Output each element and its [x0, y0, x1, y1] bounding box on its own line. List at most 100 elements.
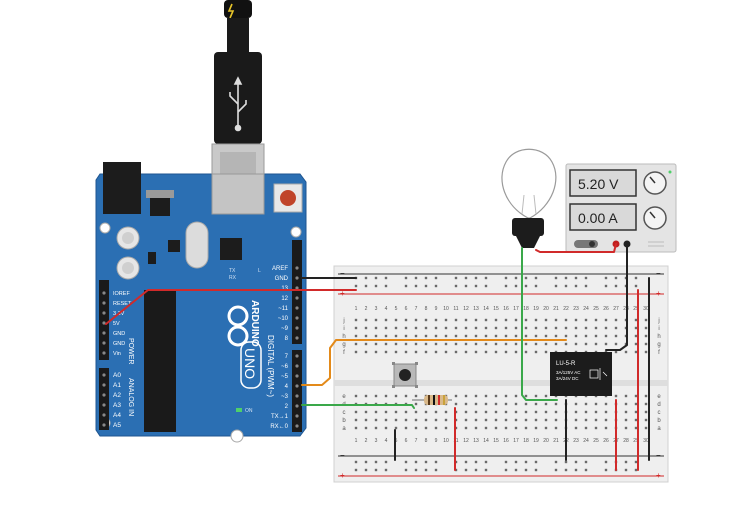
wire-pin4-orange[interactable] [301, 339, 567, 386]
row-letter: b [342, 418, 346, 424]
header-pin[interactable] [295, 326, 299, 330]
light-bulb[interactable] [501, 148, 557, 248]
top-rail-plus-left: + [340, 289, 345, 298]
usb-symbol-icon [229, 76, 247, 132]
row-letter: e [657, 394, 661, 400]
header-pin[interactable] [102, 413, 106, 417]
header-pin[interactable] [295, 286, 299, 290]
header-pin[interactable] [295, 364, 299, 368]
relay-model: LU-5-R [556, 361, 576, 367]
row-letter: i [343, 326, 344, 332]
header-pin[interactable] [102, 331, 106, 335]
power-pin-label: GND [113, 341, 125, 347]
column-number: 16 [503, 306, 509, 312]
atmega-chip [144, 290, 176, 432]
arduino-model: UNO [242, 348, 258, 379]
header-pin[interactable] [295, 306, 299, 310]
header-pin[interactable] [295, 394, 299, 398]
header-pin[interactable] [102, 373, 106, 377]
column-number: 2 [365, 438, 368, 444]
header-pin[interactable] [295, 266, 299, 270]
usb-bolt-icon [227, 3, 235, 19]
header-pin[interactable] [295, 414, 299, 418]
relay[interactable]: LU-5-R 3A/125V AC 3A/24V DC [550, 352, 612, 396]
voltage-reading: 5.20 V [578, 176, 619, 192]
power-pin-label: IOREF [113, 291, 130, 297]
header-pin[interactable] [295, 316, 299, 320]
digital-pin-label: ~9 [281, 326, 289, 332]
header-pin[interactable] [295, 336, 299, 340]
arduino-brand: ARDUINO [249, 300, 260, 347]
column-number: 1 [355, 306, 358, 312]
header-pin[interactable] [295, 384, 299, 388]
column-number: 19 [533, 438, 539, 444]
row-letter: h [657, 334, 660, 340]
digital-section-label: DIGITAL (PWM~) [266, 335, 275, 397]
header-pin[interactable] [102, 351, 106, 355]
reset-button-cap[interactable] [280, 190, 296, 206]
column-number: 25 [593, 438, 599, 444]
column-number: 7 [415, 306, 418, 312]
header-pin[interactable] [295, 374, 299, 378]
analog-pin-label: A1 [113, 382, 121, 389]
column-number: 15 [493, 438, 499, 444]
header-pin[interactable] [295, 296, 299, 300]
header-pin[interactable] [102, 383, 106, 387]
row-letter: c [343, 410, 346, 416]
wire-bulb-green[interactable] [521, 247, 558, 401]
resistor[interactable] [412, 395, 452, 405]
column-number: 4 [385, 438, 388, 444]
column-number: 24 [583, 306, 589, 312]
header-pin[interactable] [102, 321, 106, 325]
column-number: 27 [613, 306, 619, 312]
wire-psu-black[interactable] [605, 243, 628, 351]
header-pin[interactable] [102, 403, 106, 407]
column-number: 24 [583, 438, 589, 444]
breadboard-holes[interactable] [354, 276, 648, 472]
column-number: 4 [385, 306, 388, 312]
wire-pin2-green[interactable] [301, 404, 415, 409]
column-number: 30 [643, 306, 649, 312]
header-pin[interactable] [295, 276, 299, 280]
analog-pin-label: A5 [113, 422, 121, 429]
on-led-label: ON [245, 408, 253, 414]
power-pin-label: RESET [113, 301, 132, 307]
header-pin[interactable] [295, 354, 299, 358]
header-pin[interactable] [102, 423, 106, 427]
power-section-label: POWER [127, 338, 134, 364]
column-number: 26 [603, 438, 609, 444]
column-number: 5 [395, 306, 398, 312]
column-number: 11 [453, 306, 458, 312]
digital-header-top [292, 240, 302, 344]
digital-pin-label: 8 [285, 336, 289, 342]
column-number: 1 [355, 438, 358, 444]
wires[interactable] [105, 243, 650, 471]
row-letter: f [658, 350, 660, 356]
header-pin[interactable] [102, 341, 106, 345]
dc-power-supply[interactable]: 5.20 V 0.00 A [565, 163, 677, 253]
voltage-display [569, 169, 637, 197]
relay-schematic-icon [589, 368, 608, 380]
header-pin[interactable] [295, 424, 299, 428]
push-button[interactable] [392, 362, 418, 388]
header-pin[interactable] [102, 393, 106, 397]
column-number: 3 [375, 306, 378, 312]
column-number: 26 [603, 306, 609, 312]
wire-bulb-red[interactable] [535, 243, 617, 253]
column-number: 8 [425, 306, 428, 312]
relay-rating-dc: 3A/24V DC [556, 376, 579, 381]
power-pin-label: 5V [113, 321, 120, 327]
top-rail-plus-right: + [656, 289, 661, 298]
header-pin[interactable] [102, 311, 106, 315]
row-letter: j [342, 318, 344, 324]
wire-5v-red[interactable] [105, 289, 357, 325]
header-pin[interactable] [102, 301, 106, 305]
column-number: 17 [513, 306, 519, 312]
header-pin[interactable] [102, 291, 106, 295]
digital-pin-label: 2 [285, 404, 289, 410]
arduino-uno-board[interactable]: ON TX RX L ARDUINO UNO DIGITAL (PWM~) PO… [95, 162, 307, 443]
analog-pin-label: A3 [113, 402, 121, 409]
header-pin[interactable] [295, 404, 299, 408]
analog-header [99, 368, 109, 430]
